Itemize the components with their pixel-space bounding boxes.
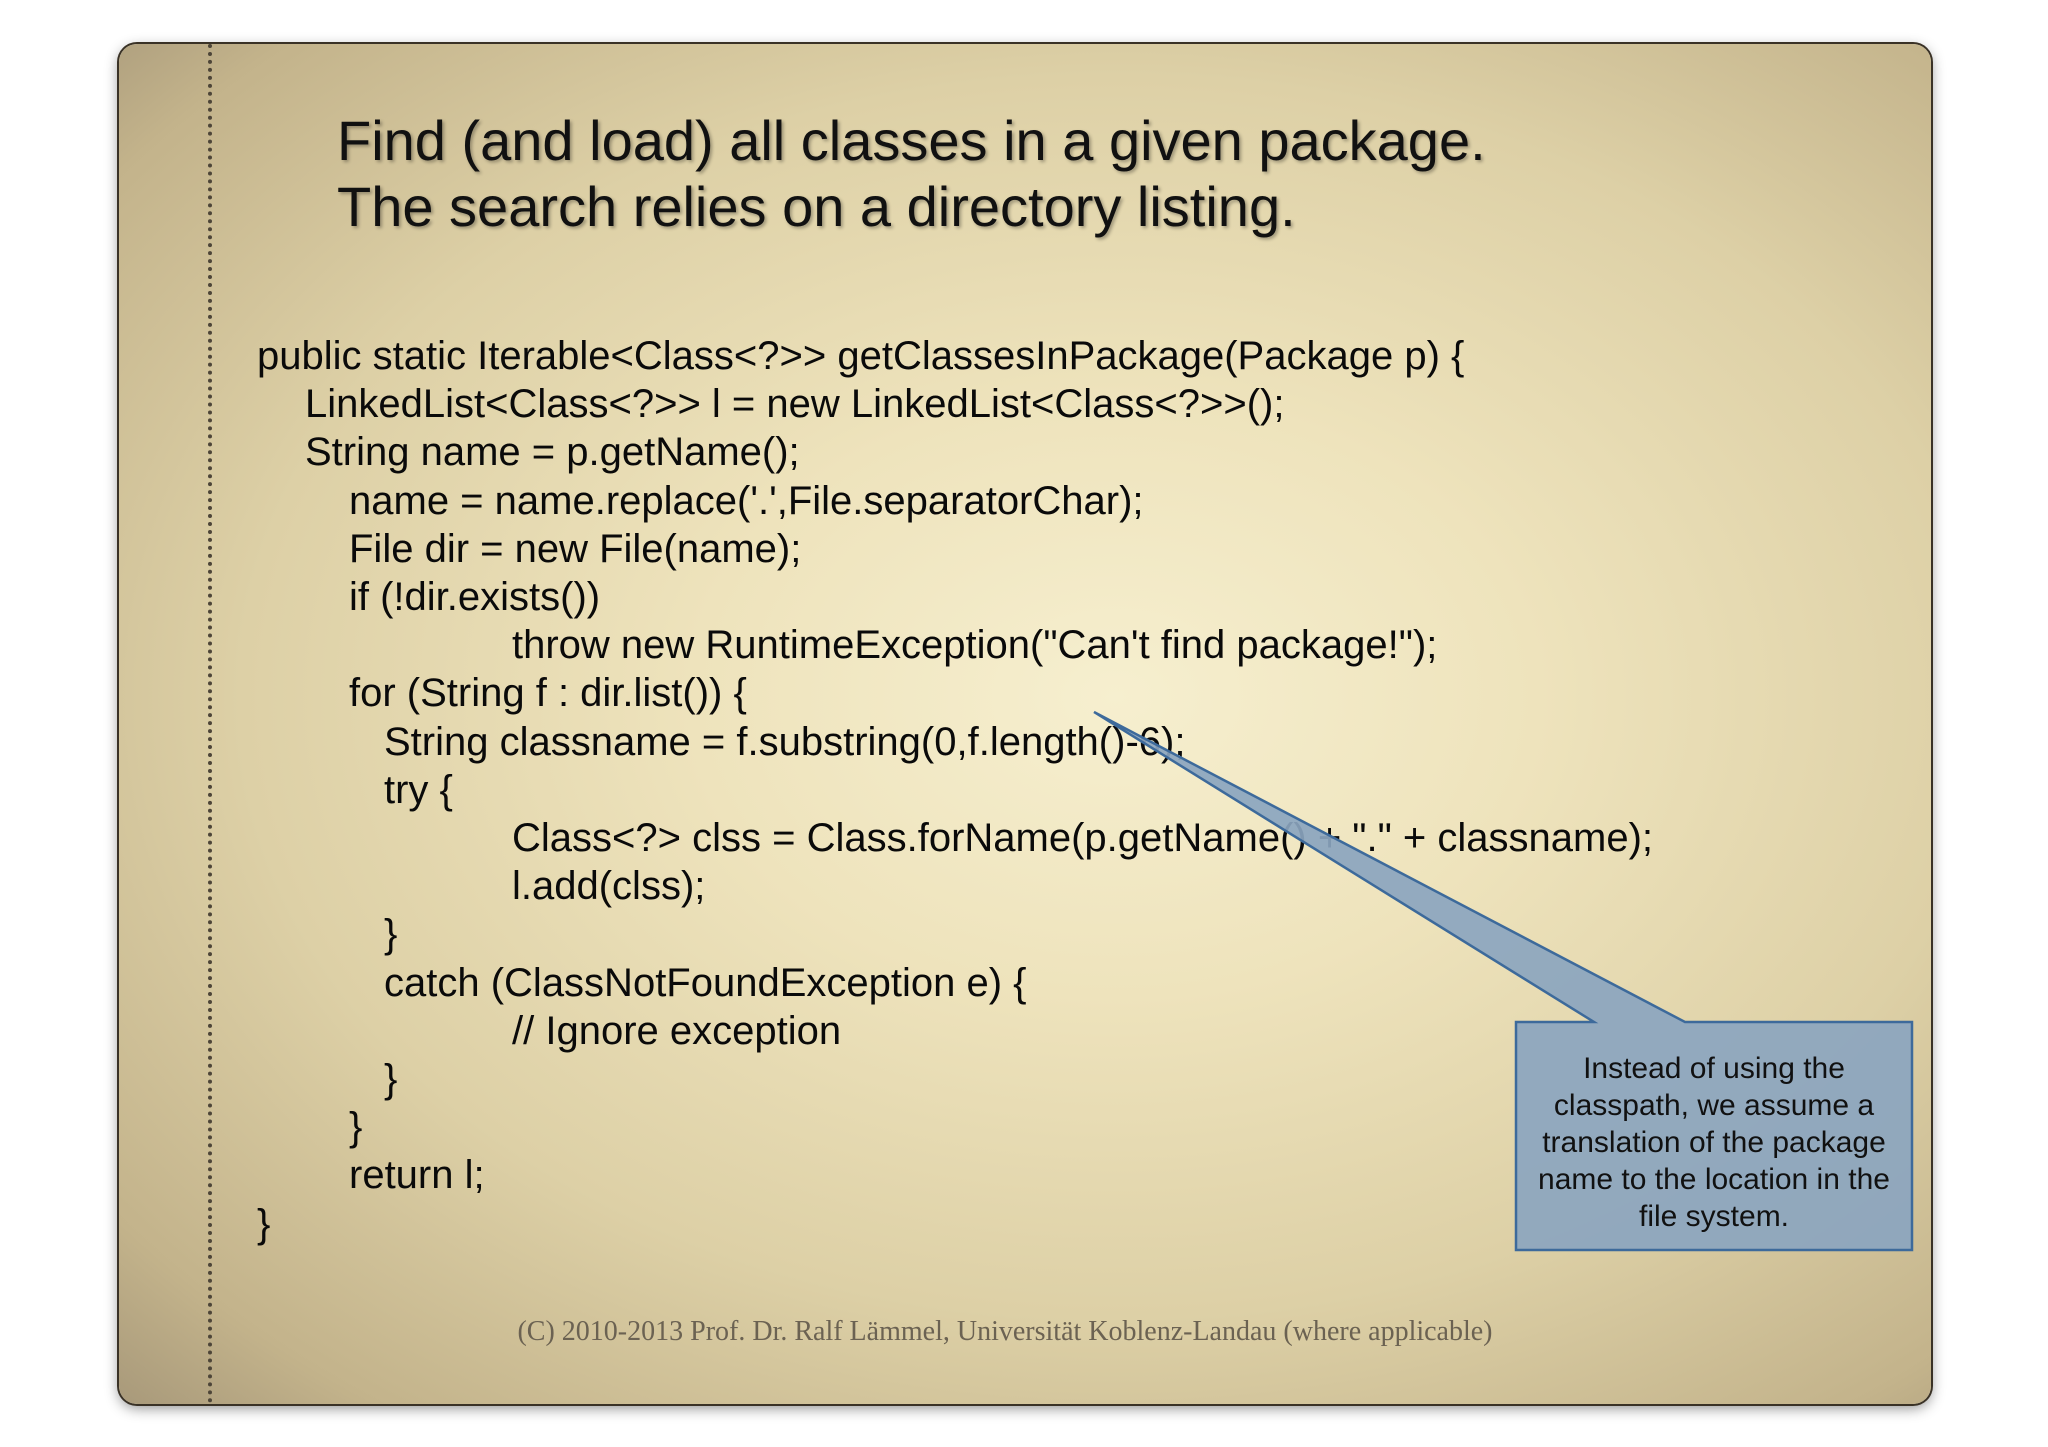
code-line: String name = p.getName(); <box>305 430 800 475</box>
code-line: if (!dir.exists()) <box>349 575 601 619</box>
callout-note: Instead of using the classpath, we assum… <box>1538 1051 1890 1233</box>
code-line: catch (ClassNotFoundException e) { <box>384 960 1027 1005</box>
code-line: throw new RuntimeException("Can't find p… <box>512 623 1438 668</box>
slide: Find (and load) all classes in a given p… <box>119 44 1931 1404</box>
code-line: // Ignore exception <box>512 1008 842 1053</box>
title-line-2: The search relies on a directory listing… <box>337 175 1296 238</box>
code-line: try { <box>384 767 453 812</box>
code-line: return l; <box>349 1153 485 1198</box>
code-line: } <box>257 1201 271 1246</box>
code-line: } <box>349 1105 363 1150</box>
code-line: public static Iterable<Class<?>> getClas… <box>257 334 1465 378</box>
code-line: name = name.replace('.',File.separatorCh… <box>349 478 1144 523</box>
copyright-footer: (C) 2010-2013 Prof. Dr. Ralf Lämmel, Uni… <box>517 1316 1493 1347</box>
callout-pointer-and-box <box>1093 710 1914 1252</box>
code-line: for (String f : dir.list()) { <box>349 671 747 716</box>
code-line: LinkedList<Class<?>> l = new LinkedList<… <box>305 382 1285 427</box>
dotted-binding-line <box>208 44 212 1404</box>
callout-shape <box>1093 710 1914 1252</box>
slide-title: Find (and load) all classes in a given p… <box>337 108 1486 240</box>
code-line: l.add(clss); <box>512 864 706 909</box>
title-line-1: Find (and load) all classes in a given p… <box>337 109 1486 172</box>
code-line: String classname = f.substring(0,f.lengt… <box>384 719 1186 764</box>
code-line: File dir = new File(name); <box>349 526 802 571</box>
code-line: } <box>384 1057 398 1101</box>
code-line: } <box>384 912 398 957</box>
